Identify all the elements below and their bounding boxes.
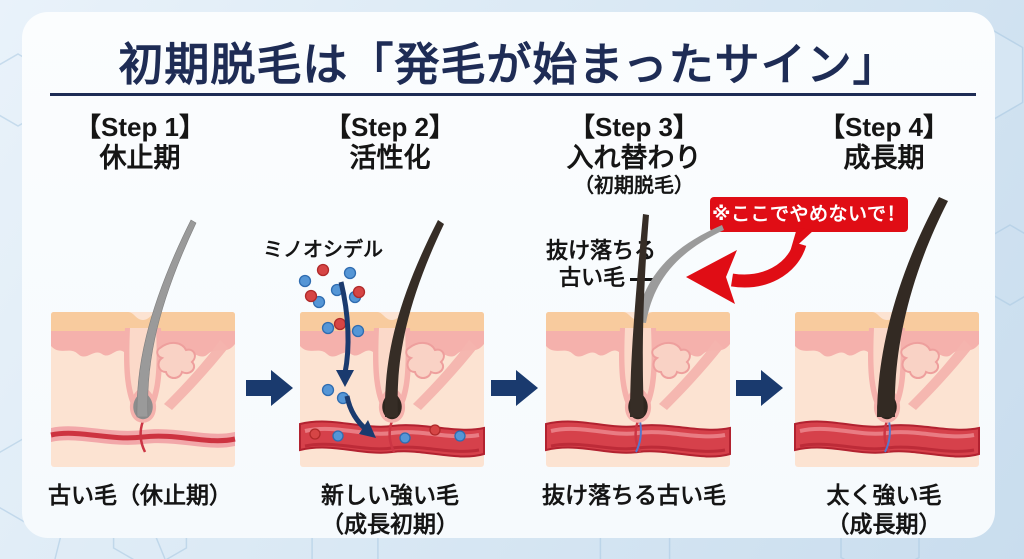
step2-name: 活性化 [349, 143, 431, 173]
step3-subname: （初期脱毛） [574, 175, 694, 197]
arrow-right-icon [491, 370, 538, 406]
follicle-illustration-step4 [792, 197, 982, 470]
arrow-right-icon [246, 370, 293, 406]
vessel-particles [309, 424, 466, 444]
page-title: 初期脱毛は「発毛が始まったサイン」 [118, 39, 899, 90]
papilla-vessel [883, 420, 891, 453]
new-dark-hair [630, 214, 649, 417]
step4-caption-line1: 太く強い毛 [826, 482, 942, 508]
step3-caption-line1: 抜け落ちる古い毛 [542, 482, 726, 508]
step2-header: 【Step 2】 活性化 [270, 112, 510, 174]
curved-arrow-icon [686, 228, 814, 304]
falling-hair-label: 抜け落ちる 古い毛 [510, 237, 656, 291]
step4-label: 【Step 4】 [818, 112, 950, 142]
follicle-illustration-step2 [297, 220, 487, 470]
papilla-vessel [139, 420, 147, 453]
absorption-arrow-icon [336, 281, 376, 438]
step4-caption: 太く強い毛 （成長期） [764, 481, 1004, 539]
papilla-vessel [634, 420, 642, 453]
follicle-illustration-step1 [48, 219, 238, 470]
step2-caption: 新しい強い毛 （成長初期） [270, 481, 510, 539]
step2-label: 【Step 2】 [324, 112, 456, 142]
falling-hair-line1: 抜け落ちる [545, 238, 656, 263]
papilla-vein [635, 420, 642, 453]
papilla-vein [884, 420, 891, 453]
papilla-vessel [388, 420, 396, 453]
step1-caption: 古い毛（休止期） [20, 481, 260, 510]
step2-caption-line1: 新しい強い毛 [321, 482, 459, 508]
step4-name: 成長期 [843, 143, 925, 173]
step1-header: 【Step 1】 休止期 [20, 112, 260, 174]
follicle-illustration-step3 [543, 214, 733, 470]
minoxidil-label: ミノオシデル [263, 239, 383, 261]
step1-caption-line1: 古い毛（休止期） [48, 482, 232, 508]
step4-header: 【Step 4】 成長期 [764, 112, 1004, 174]
old-gray-hair [136, 219, 197, 418]
falling-hair-line2: 古い毛 [558, 265, 625, 290]
arrow-right-icon [736, 370, 783, 406]
step2-caption-line2: （成長初期） [321, 511, 459, 537]
thick-strong-hair [877, 197, 948, 417]
title-underline [50, 93, 976, 96]
step1-name: 休止期 [99, 143, 181, 173]
step1-label: 【Step 1】 [74, 112, 206, 142]
warning-badge: ※ここでやめないで！ [710, 197, 908, 232]
infographic-card: 初期脱毛は「発毛が始まったサイン」 【Step 1】 休止期 【Step 2】 … [22, 12, 995, 538]
new-dark-hair [384, 220, 444, 417]
step3-name: 入れ替わり [566, 143, 702, 173]
minoxidil-particles [298, 263, 366, 405]
step3-header: 【Step 3】 入れ替わり （初期脱毛） [514, 112, 754, 198]
step4-caption-line2: （成長期） [826, 511, 942, 537]
step3-caption: 抜け落ちる古い毛 [514, 481, 754, 510]
step3-label: 【Step 3】 [568, 112, 700, 142]
shedding-gray-hair [636, 225, 724, 323]
